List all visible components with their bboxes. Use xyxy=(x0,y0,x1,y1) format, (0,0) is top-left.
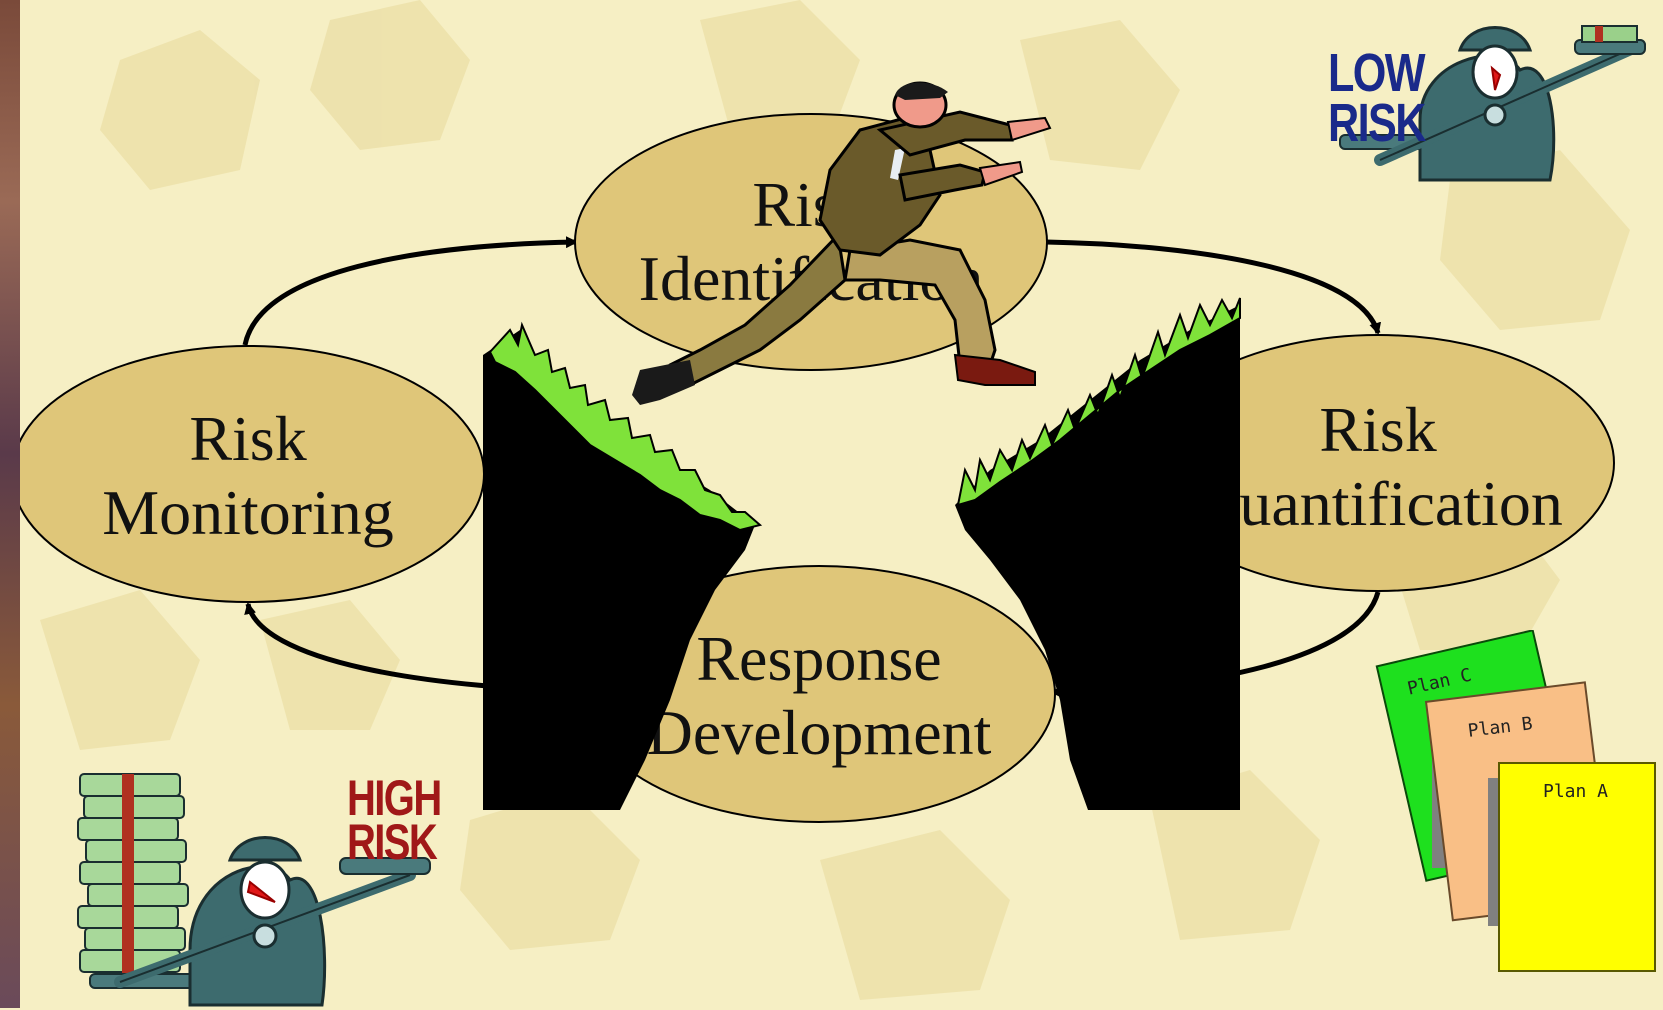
plan-cards-icon: Plan C Plan B Plan A xyxy=(1375,630,1656,972)
low-risk-line1: LOW xyxy=(1328,43,1426,103)
node-monitoring-label: Risk Monitoring xyxy=(48,402,448,550)
node-response-line1: Response xyxy=(696,623,942,694)
high-risk-line1: HIGH xyxy=(347,770,442,826)
left-grass xyxy=(488,321,763,532)
left-edge-strip xyxy=(0,0,20,1008)
right-cliff xyxy=(955,305,1240,810)
arrow-monitoring-to-identification xyxy=(242,236,578,346)
node-quantification-line1: Risk xyxy=(1319,394,1437,465)
node-response-label: Response Development xyxy=(619,622,1019,770)
arrow-identification-to-quantification xyxy=(1045,239,1381,335)
low-risk-line2: RISK xyxy=(1328,93,1426,153)
jumping-man xyxy=(632,81,1052,405)
money-stack-icon xyxy=(77,773,189,974)
plan-a-label: Plan A xyxy=(1543,781,1608,802)
scale-high-risk-icon xyxy=(77,773,431,1007)
plan-a-card: Plan A xyxy=(1498,762,1656,972)
right-grass xyxy=(956,297,1241,507)
left-cliff xyxy=(483,330,755,810)
low-risk-label: LOW RISK xyxy=(1328,43,1426,153)
high-risk-label: HIGH RISK xyxy=(347,770,442,870)
node-monitoring-line2: Monitoring xyxy=(102,477,394,548)
scale-low-risk-icon xyxy=(1339,25,1646,182)
node-response-line2: Development xyxy=(646,697,992,768)
node-quantification-line2: Quantification xyxy=(1193,468,1563,539)
node-monitoring-line1: Risk xyxy=(189,403,307,474)
node-quantification-label: Risk Quantification xyxy=(1178,393,1578,541)
high-risk-line2: RISK xyxy=(347,814,438,870)
